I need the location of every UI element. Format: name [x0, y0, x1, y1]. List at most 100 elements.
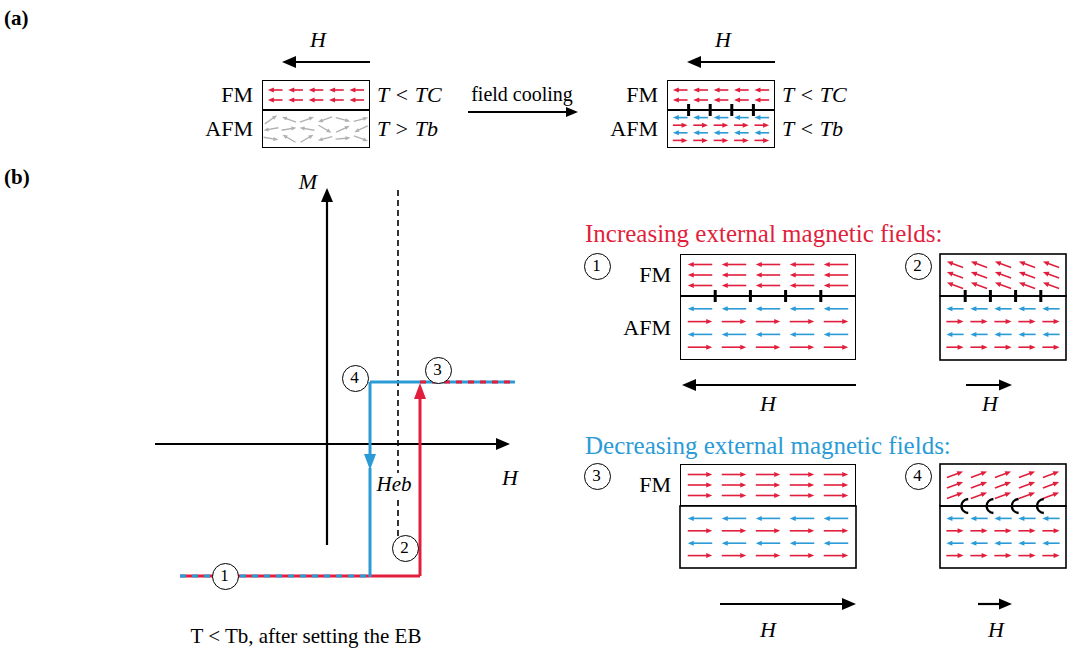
spin-arrow [756, 530, 775, 532]
spin-arrow [994, 555, 1006, 557]
spin-arrow [759, 132, 769, 134]
spin-arrow [1047, 308, 1059, 310]
spin-arrow [1047, 542, 1059, 544]
afm-layer-box: AFMT < Tb [667, 110, 775, 148]
random-spin-arrow [282, 128, 293, 130]
random-spin-arrow [268, 128, 279, 130]
spin-arrow-head [790, 332, 796, 337]
spin-arrow [693, 518, 712, 520]
spin-arrow-head [754, 115, 760, 120]
spin-arrow-head [722, 262, 728, 267]
random-spin-arrow-head [363, 137, 368, 141]
random-spin-arrow [286, 137, 296, 143]
spin-arrow [975, 334, 987, 336]
spin-arrow [790, 346, 809, 348]
spin-arrow-head [995, 261, 1001, 266]
spin-arrow [714, 140, 724, 142]
spin-arrow [1048, 263, 1060, 267]
spin-arrow-head [947, 261, 953, 266]
spin-arrow-head [1042, 306, 1048, 311]
loop-branch [369, 468, 372, 577]
spin-arrow [946, 346, 958, 348]
random-spin-arrow [322, 117, 332, 121]
spin-arrow [1019, 484, 1031, 488]
spin-arrow-head [688, 332, 694, 337]
spin-arrow-head [1018, 332, 1024, 337]
spin-arrow [693, 542, 712, 544]
spin-arrow [976, 263, 988, 267]
random-spin-arrow [300, 118, 310, 122]
spin-arrow [727, 264, 746, 266]
spin-arrow-head [774, 553, 780, 558]
spin-arrow [273, 89, 283, 91]
spin-arrow-head [673, 115, 679, 120]
spin-arrow-head [734, 130, 740, 135]
temperature-condition: T > Tb [377, 118, 438, 140]
field-arrow-head [282, 56, 296, 68]
spin-arrow [688, 484, 707, 486]
spin-arrow [824, 474, 843, 476]
spin-arrow-head [946, 306, 952, 311]
spin-arrow [293, 99, 303, 101]
spin-arrow [795, 285, 814, 287]
random-spin-arrow-head [283, 135, 288, 139]
spin-arrow-head [774, 472, 780, 477]
afm-layer [940, 506, 1066, 568]
spin-arrow [354, 89, 364, 91]
spin-arrow [790, 495, 809, 497]
spin-arrow [976, 274, 988, 278]
spin-arrow-head [722, 123, 728, 128]
spin-arrow [727, 334, 746, 336]
spin-arrow-head [1043, 272, 1049, 277]
spin-arrow [952, 263, 964, 267]
spin-arrow [314, 99, 324, 101]
spin-arrow-head [1018, 306, 1024, 311]
layer-name: AFM [623, 317, 671, 339]
spin-arrow [947, 484, 959, 488]
spin-arrow-head [842, 493, 848, 498]
spin-arrow-head [1006, 319, 1012, 324]
spin-arrow-head [756, 306, 762, 311]
spin-arrow-head [1029, 492, 1035, 497]
spin-arrow-head [743, 138, 749, 143]
spin-arrow [1043, 484, 1055, 488]
spin-arrow [824, 530, 843, 532]
spin-arrow-head [994, 306, 1000, 311]
callout-number: 2 [392, 535, 419, 562]
spin-arrow [994, 530, 1006, 532]
spin-arrow-head [693, 115, 699, 120]
spin-arrow-head [981, 492, 987, 497]
spin-arrow [1018, 346, 1030, 348]
layer-name: AFM [610, 118, 658, 140]
spin-arrow-head [774, 528, 780, 533]
callout-digit: 3 [433, 361, 442, 378]
spin-arrow [722, 495, 741, 497]
spin-arrow-head [756, 262, 762, 267]
spin-arrow-head [808, 472, 814, 477]
spin-arrow-head [1054, 528, 1060, 533]
spin-arrow-head [673, 88, 679, 93]
spin-arrow [994, 346, 1006, 348]
fm-layer [940, 464, 1066, 506]
spin-arrow-head [790, 541, 796, 546]
callout-number: 1 [584, 253, 611, 280]
spin-arrow-head [693, 88, 699, 93]
spin-arrow-head [740, 528, 746, 533]
field-arrow-head [999, 380, 1012, 391]
spin-arrow [688, 495, 707, 497]
random-spin-arrow-head [318, 137, 323, 141]
spin-arrow-head [722, 541, 728, 546]
spin-arrow [795, 308, 814, 310]
random-spin-arrow-head [272, 115, 277, 120]
spin-arrow [946, 321, 958, 323]
spin-arrow-head [1029, 471, 1035, 476]
spin-arrow [824, 484, 843, 486]
spin-arrow-head [947, 272, 953, 277]
spin-arrow-head [842, 553, 848, 558]
spin-arrow-head [722, 283, 728, 288]
spin-arrow-head [971, 272, 977, 277]
spin-arrow-head [957, 471, 963, 476]
spin-arrow [1000, 263, 1012, 267]
spin-arrow [999, 542, 1011, 544]
loop-branch [180, 575, 370, 578]
